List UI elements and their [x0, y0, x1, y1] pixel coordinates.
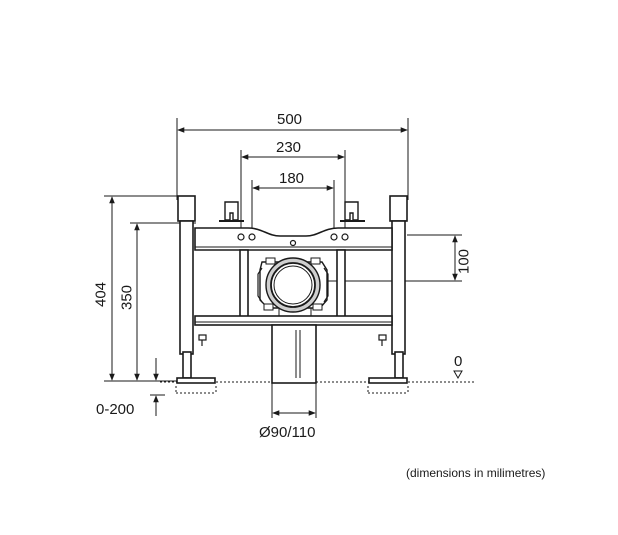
left-rail: [239, 249, 249, 321]
drain-pipe: [271, 324, 317, 384]
left-leg: [182, 351, 192, 379]
dim-500: [176, 118, 409, 200]
label-pipe-diameter: Ø90/110: [259, 424, 316, 441]
label-width: 500: [277, 111, 303, 128]
label-bracket-spacing: 180: [279, 170, 305, 187]
mounting-brackets: [219, 201, 365, 222]
label-height-total: 404: [92, 281, 110, 308]
right-post-cap: [389, 195, 408, 222]
side-screws: [198, 334, 387, 346]
label-adjust-range: 0-200: [96, 401, 135, 418]
right-rail: [336, 249, 346, 321]
level-triangle-icon: [453, 370, 463, 380]
dim-pipe-diameter: [271, 380, 317, 418]
frame-structure: [176, 195, 408, 384]
label-drain-offset: 100: [455, 248, 473, 275]
dim-230: [240, 150, 346, 228]
label-height-frame: 350: [118, 284, 136, 311]
left-post-cap: [177, 195, 196, 222]
label-inner-width: 230: [276, 139, 302, 156]
dim-0-200: [150, 358, 165, 416]
bolt-holes: [237, 233, 349, 247]
right-foot: [368, 377, 408, 384]
dim-180: [251, 180, 335, 228]
right-leg: [394, 351, 404, 379]
left-post: [179, 220, 194, 355]
left-foot: [176, 377, 216, 384]
pipe-connector: [257, 257, 329, 313]
right-post: [391, 220, 406, 355]
top-crossbar: [194, 227, 393, 251]
units-note: (dimensions in milimetres): [406, 466, 546, 480]
dim-404: [104, 195, 178, 382]
lower-crossbar: [194, 315, 393, 326]
label-floor-level: 0: [454, 353, 463, 370]
